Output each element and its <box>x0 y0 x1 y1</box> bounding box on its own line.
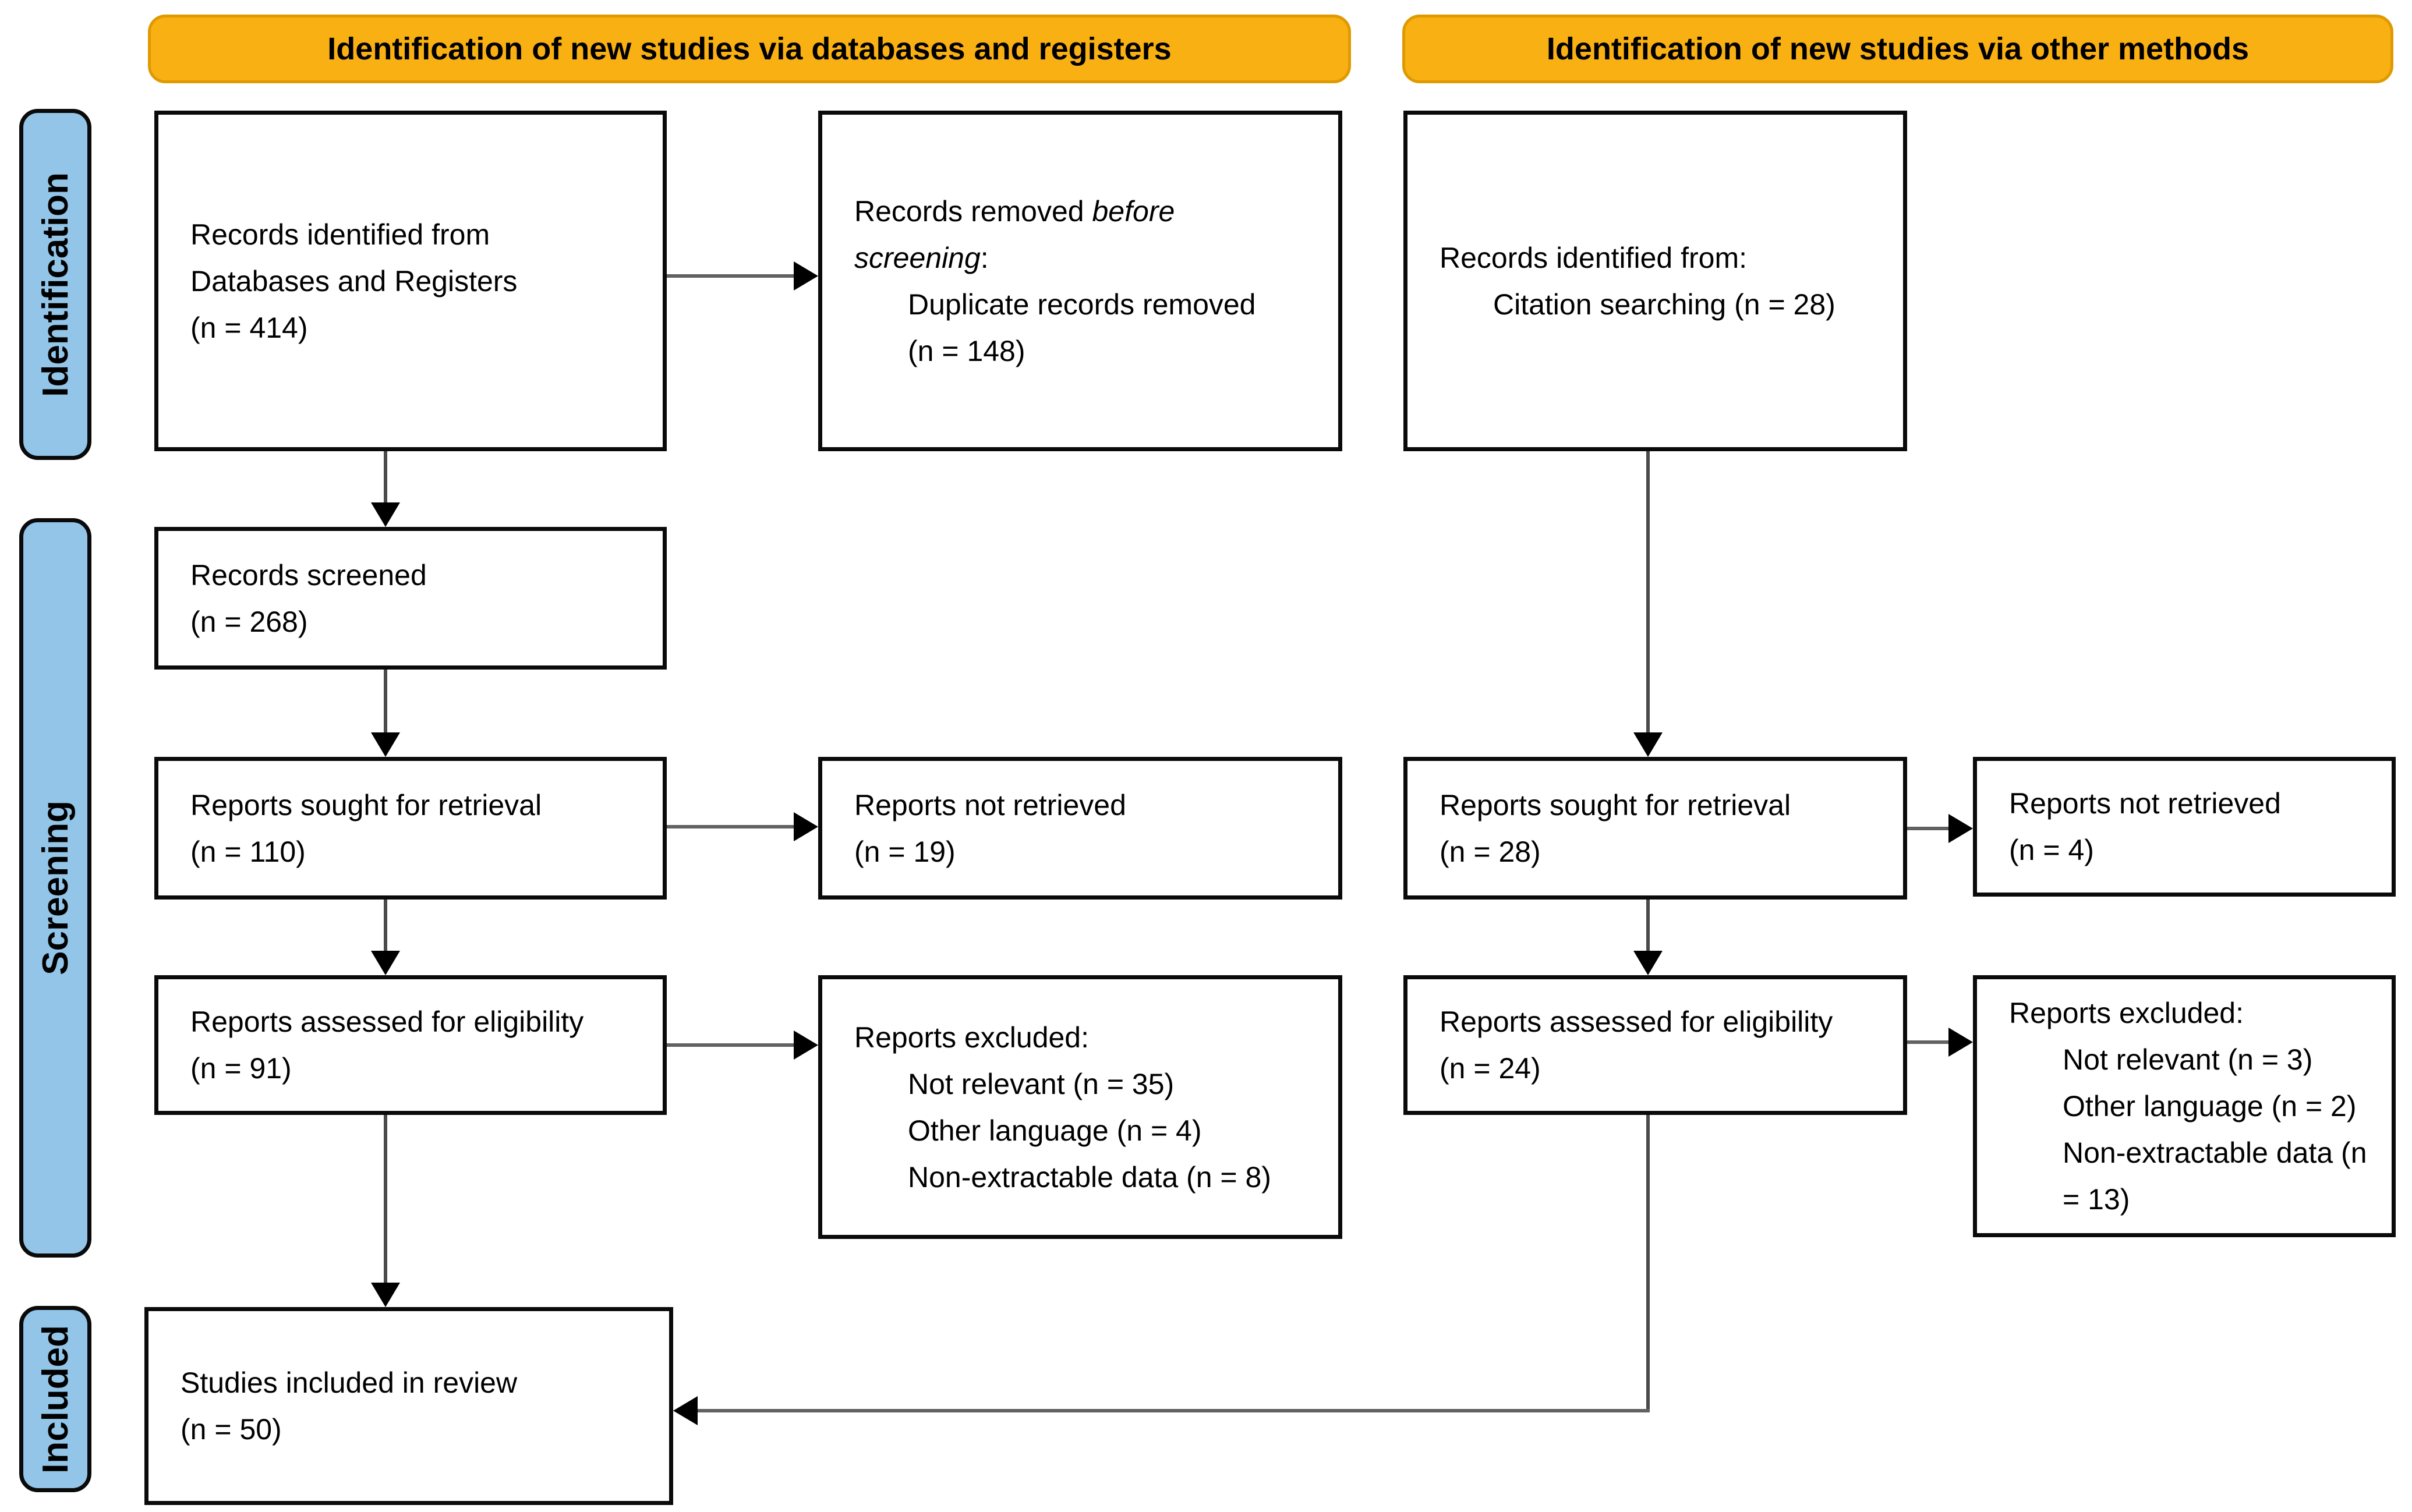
box-records-removed-before-screening: Records removed before screening: Duplic… <box>818 111 1342 451</box>
arrow-sought-to-not-retrieved-db <box>667 825 794 828</box>
arrow-sought-to-not-retrieved-other <box>1907 827 1948 830</box>
arrow-identified-to-removed <box>667 274 794 278</box>
arrow-assessed-to-excluded-db <box>667 1043 794 1047</box>
box-studies-included: Studies included in review (n = 50) <box>144 1307 673 1505</box>
arrowhead-right-icon <box>1948 814 1973 843</box>
box-reports-assessed-other: Reports assessed for eligibility (n = 24… <box>1403 975 1907 1115</box>
arrowhead-right-icon <box>794 812 818 841</box>
intro-colon: : <box>980 241 989 274</box>
stage-screening-label: Screening <box>35 801 76 975</box>
arrow-citation-to-sought <box>1646 451 1650 732</box>
arrowhead-down-icon <box>1633 732 1663 757</box>
box-text-line: (n = 414) <box>190 311 308 344</box>
box-reports-assessed-databases: Reports assessed for eligibility (n = 91… <box>154 975 667 1115</box>
box-text-line: (n = 50) <box>181 1413 282 1446</box>
box-reports-excluded-databases: Reports excluded: Not relevant (n = 35) … <box>818 975 1342 1239</box>
box-text-line: Reports sought for retrieval <box>190 788 542 821</box>
arrowhead-down-icon <box>371 732 400 757</box>
header-databases-registers: Identification of new studies via databa… <box>148 15 1351 83</box>
box-text-line: (n = 24) <box>1440 1052 1541 1085</box>
arrow-assessed-other-to-included-horizontal <box>698 1409 1650 1412</box>
box-text-line: Records screened <box>190 558 427 592</box>
box-text-item: Not relevant (n = 35) <box>908 1067 1175 1100</box>
box-text-line: (n = 28) <box>1440 835 1541 868</box>
arrow-sought-to-assessed-db <box>384 900 387 951</box>
box-text-line: (n = 110) <box>190 835 306 868</box>
box-records-identified-other: Records identified from: Citation search… <box>1403 111 1907 451</box>
arrowhead-down-icon <box>371 1283 400 1307</box>
box-text-line: Studies included in review <box>181 1366 518 1399</box>
box-reports-not-retrieved-databases: Reports not retrieved (n = 19) <box>818 757 1342 900</box>
arrowhead-down-icon <box>1633 951 1663 975</box>
header-other-label: Identification of new studies via other … <box>1546 31 2250 66</box>
box-text-item: Non-extractable data (n = 13) <box>2063 1136 2367 1216</box>
box-records-identified-databases: Records identified from Databases and Re… <box>154 111 667 451</box>
arrow-assessed-to-included <box>384 1115 387 1283</box>
box-text-line: Reports sought for retrieval <box>1440 788 1791 821</box>
arrow-assessed-other-to-included-vertical <box>1646 1115 1650 1412</box>
box-reports-sought-databases: Reports sought for retrieval (n = 110) <box>154 757 667 900</box>
box-text-intro: Reports excluded: <box>854 1021 1090 1054</box>
box-text-line: Reports not retrieved <box>854 788 1126 821</box>
box-text-line: Reports assessed for eligibility <box>190 1005 584 1038</box>
arrowhead-right-icon <box>794 261 818 291</box>
arrow-sought-to-assessed-other <box>1646 900 1650 951</box>
box-text-line: Reports not retrieved <box>2009 787 2281 820</box>
box-text-intro: Records identified from: <box>1440 241 1748 274</box>
stage-identification: Identification <box>19 109 91 460</box>
header-other-methods: Identification of new studies via other … <box>1402 15 2393 83</box>
box-text-item: Not relevant (n = 3) <box>2063 1043 2313 1076</box>
intro-normal: Records removed <box>854 194 1092 228</box>
stage-identification-label: Identification <box>35 172 76 397</box>
arrowhead-left-icon <box>673 1396 698 1425</box>
box-text-line: (n = 19) <box>854 835 956 868</box>
box-text-item: Other language (n = 4) <box>908 1114 1202 1147</box>
box-text-item: Other language (n = 2) <box>2063 1090 2357 1123</box>
arrow-identified-to-screened <box>384 451 387 502</box>
header-databases-label: Identification of new studies via databa… <box>327 31 1172 66</box>
box-records-screened: Records screened (n = 268) <box>154 527 667 670</box>
arrowhead-down-icon <box>371 502 400 527</box>
box-text-item: Non-extractable data (n = 8) <box>908 1160 1271 1194</box>
box-text-line: (n = 4) <box>2009 834 2094 866</box>
arrow-screened-to-sought <box>384 670 387 732</box>
box-text-line: Reports assessed for eligibility <box>1440 1005 1833 1038</box>
box-text-item: Citation searching (n = 28) <box>1493 288 1835 321</box>
intro-italic: before screening <box>854 194 1175 274</box>
box-text-line: (n = 268) <box>190 605 308 638</box>
box-reports-sought-other: Reports sought for retrieval (n = 28) <box>1403 757 1907 900</box>
stage-included-label: Included <box>35 1325 76 1474</box>
box-text-line: (n = 91) <box>190 1052 292 1085</box>
box-text-intro: Reports excluded: <box>2009 997 2244 1029</box>
box-text-line: Records identified from <box>190 218 490 251</box>
box-reports-excluded-other: Reports excluded: Not relevant (n = 3) O… <box>1973 975 2396 1237</box>
box-reports-not-retrieved-other: Reports not retrieved (n = 4) <box>1973 757 2396 897</box>
stage-screening: Screening <box>19 518 91 1258</box>
arrowhead-down-icon <box>371 951 400 975</box>
arrowhead-right-icon <box>794 1031 818 1060</box>
arrow-assessed-to-excluded-other <box>1907 1040 1948 1044</box>
box-text-intro: Records removed before screening: <box>854 188 1227 281</box>
arrowhead-right-icon <box>1948 1028 1973 1057</box>
stage-included: Included <box>19 1306 91 1492</box>
box-text-line: Databases and Registers <box>190 264 518 298</box>
box-text-item: Duplicate records removed (n = 148) <box>908 288 1256 367</box>
